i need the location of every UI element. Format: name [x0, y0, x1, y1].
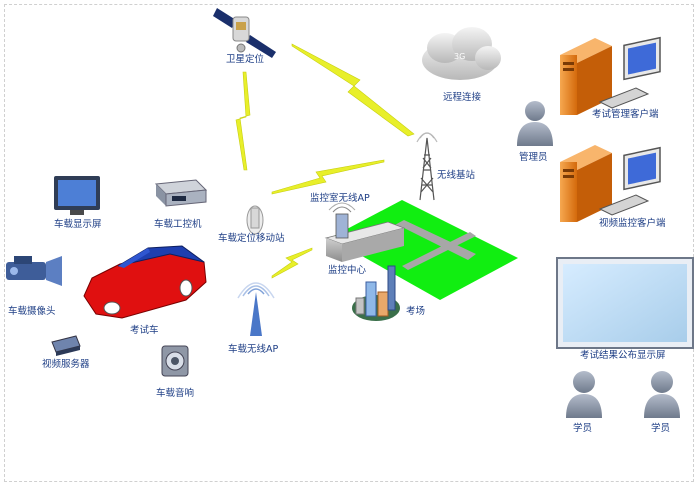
label-gps-station: 车载定位移动站: [218, 233, 285, 244]
industrial-pc-icon: [154, 179, 208, 207]
label-wireless-base: 无线基站: [437, 170, 476, 181]
satellite-icon: [213, 8, 276, 58]
admin-person-icon: [517, 101, 553, 146]
label-vehicle-speaker: 车载音响: [156, 388, 195, 399]
label-result-screen: 考试结果公布显示屏: [580, 350, 666, 361]
label-vehicle-ap: 车载无线AP: [228, 344, 279, 355]
label-admin: 管理员: [519, 152, 548, 163]
label-student-2: 学员: [651, 423, 671, 434]
gps-antenna-icon: [246, 205, 264, 235]
link-gps-monitor-ap: [271, 159, 385, 195]
label-satellite: 卫星定位: [226, 54, 265, 65]
camera-icon: [6, 256, 62, 286]
wireless-links: [235, 43, 415, 279]
building-icon: [324, 202, 406, 262]
label-remote: 远程连接: [443, 92, 482, 103]
cloud-icon: [422, 27, 501, 80]
diagram-border: [4, 4, 694, 482]
link-satellite-basestation: [291, 43, 415, 137]
label-video-server: 视频服务器: [42, 359, 90, 370]
student-person-icon-1: [566, 371, 602, 418]
link-vehicle-ap-center: [271, 247, 313, 279]
exam-venue-icon: [352, 265, 400, 321]
video-server-icon: [51, 335, 81, 356]
antenna-tower-icon: [416, 132, 438, 201]
large-display-icon: [556, 257, 694, 349]
label-vehicle-display: 车载显示屏: [54, 219, 102, 230]
label-admin-client: 考试管理客户端: [592, 109, 659, 120]
label-exam-car: 考试车: [130, 325, 159, 336]
label-monitor-ap: 监控室无线AP: [310, 193, 370, 204]
wireless-ap-icon: [237, 282, 275, 336]
car-icon: [83, 245, 207, 319]
label-exam-field: 考场: [406, 306, 426, 317]
label-video-client: 视频监控客户端: [599, 218, 666, 229]
admin-client-icon: [560, 36, 661, 115]
label-student-1: 学员: [573, 423, 593, 434]
student-person-icon-2: [644, 371, 680, 418]
speaker-icon: [161, 345, 189, 377]
link-satellite-gps: [235, 71, 251, 171]
label-monitor-center: 监控中心: [328, 265, 367, 276]
display-icon: [54, 176, 100, 215]
label-vehicle-camera: 车载摄像头: [8, 306, 56, 317]
label-3g: 3G: [454, 52, 466, 61]
video-client-icon: [560, 145, 661, 222]
label-vehicle-pc: 车载工控机: [154, 219, 202, 230]
